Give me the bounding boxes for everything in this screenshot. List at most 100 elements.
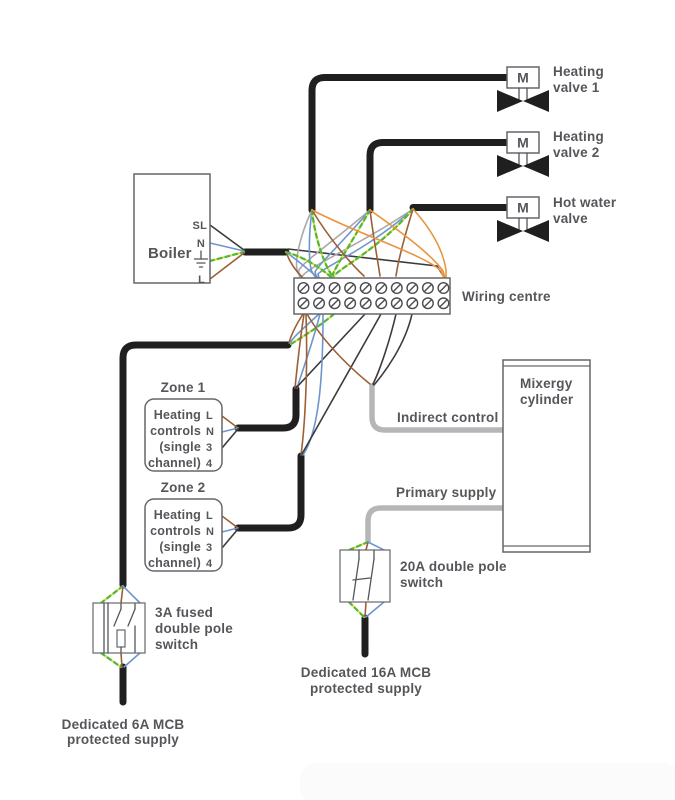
cable-zone1 (234, 385, 300, 432)
mixergy-cylinder: Mixergy cylinder (502, 359, 591, 553)
switch-fans (99, 540, 385, 669)
wire-earth-1-green (310, 208, 335, 280)
hw-valve-label-line1: Hot water (553, 195, 617, 210)
mains-cables (119, 74, 511, 706)
screw-terminal-slot (346, 299, 355, 308)
wire-z1-n (221, 427, 239, 433)
wire-down-brown-ind (306, 313, 371, 385)
footer-band (300, 763, 675, 800)
wiring-centre-label: Wiring centre (462, 289, 551, 304)
cable-valve1 (308, 74, 511, 214)
boiler-terminal-sl: SL (193, 220, 208, 232)
valve-2: M Heating valve 2 (497, 129, 604, 177)
valve2-label-line1: Heating (553, 129, 604, 144)
screw-terminal-slot (439, 299, 448, 308)
zone2-box (144, 498, 223, 572)
zone1-title: Zone 1 (161, 380, 206, 395)
wire-20a-top-brown (365, 541, 369, 551)
wire-boiler-earth-green (208, 250, 246, 263)
wire-down-blue-left (289, 313, 320, 344)
cable-indirect-control (369, 383, 505, 433)
wire-20a-bot-brown (364, 601, 367, 618)
hw-valve-body-icon (497, 220, 549, 242)
wire-down-brown-z2 (300, 313, 308, 456)
screw-terminal-slot (346, 283, 355, 293)
valve-1: M Heating valve 1 (497, 64, 604, 112)
hot-water-valve: M Hot water valve (497, 195, 617, 242)
zone-tails (221, 415, 239, 549)
zone1-body-line2: controls (150, 424, 201, 438)
wire-20a-bot-blue (365, 601, 385, 618)
boiler-terminal-n: N (197, 238, 205, 250)
wire-z2-n (221, 527, 239, 533)
wire-z2-3 (221, 528, 239, 549)
wires-below-strip (288, 312, 413, 456)
zone2-body-line2: controls (150, 524, 201, 538)
hw-valve-motor-label: M (517, 200, 529, 216)
screw-terminal-slot (361, 299, 370, 308)
wire-down-black-ind2 (373, 313, 413, 386)
switch-20a-label-line1: 20A double pole (400, 559, 507, 574)
screw-terminal-slot (392, 299, 401, 308)
cable-primary-supply (365, 505, 505, 544)
zone2-terminal-l: L (206, 510, 213, 522)
valve2-body-icon (497, 155, 549, 177)
screw-terminal-slot (408, 299, 417, 308)
wire-down-black-ind1 (372, 313, 397, 385)
primary-supply-label: Primary supply (396, 485, 497, 500)
wiring-centre: Wiring centre (293, 277, 551, 315)
valve1-motor-box (506, 66, 540, 89)
zone2-title: Zone 2 (161, 480, 206, 495)
screw-terminal-slot (330, 283, 339, 293)
wire-brown-2 (369, 209, 381, 277)
zone1-terminal-4: 4 (206, 458, 213, 470)
valve1-label-line1: Heating (553, 64, 604, 79)
wire-3a-top-earth-green (99, 584, 125, 605)
zone1-body-line1: Heating (154, 408, 201, 422)
wire-brown-3 (395, 208, 414, 277)
wire-down-blue-z1 (296, 313, 321, 389)
screw-terminal-slot (423, 299, 432, 308)
wire-brown-1 (311, 209, 365, 277)
screw-terminal-slot (330, 299, 339, 308)
wire-down-brown-left (288, 313, 304, 344)
screw-terminal-slot (392, 283, 401, 293)
switch-20a-symbol (352, 549, 375, 601)
wire-blue-2 (314, 209, 371, 279)
wire-boiler-l (209, 252, 245, 280)
wire-earth-3-green (333, 207, 415, 277)
fused-switch-symbol (103, 602, 136, 654)
wire-boiler-n (209, 242, 245, 252)
wire-20a-bot-earth-green (347, 600, 366, 619)
wire-orange-1 (311, 209, 445, 279)
screw-terminal-slot (408, 283, 417, 293)
wire-20a-top-blue (367, 541, 385, 551)
screw-terminal-slot (299, 283, 308, 293)
zone-1: Zone 1 Heating controls (single channel)… (144, 380, 223, 472)
wire-boiler-earth-right-green (284, 250, 333, 279)
wire-3a-top-brown (120, 585, 124, 604)
valve1-motor-label: M (517, 70, 529, 86)
wire-z1-l (221, 415, 239, 429)
earth-symbol (193, 250, 209, 268)
screw-terminal-slot (299, 299, 308, 308)
switch-20a: 20A double pole switch (339, 549, 507, 603)
wire-z1-3 (221, 428, 239, 449)
fused-switch-3a: 3A fused double pole switch (92, 602, 233, 654)
cable-valve2 (366, 139, 511, 214)
zone2-terminal-3: 3 (206, 542, 212, 554)
wire-down-black-z2 (301, 313, 382, 455)
valve2-label-line2: valve 2 (553, 145, 599, 160)
cable-zone2 (234, 452, 305, 532)
cable-left-main (119, 341, 292, 589)
wiring-centre-terminals (297, 282, 450, 310)
screw-terminal-slot (377, 283, 386, 293)
supply-6a-line2: protected supply (67, 732, 179, 747)
zone2-terminal-4: 4 (206, 558, 213, 570)
wire-orange-2 (369, 209, 446, 279)
cylinder-label-line1: Mixergy (520, 376, 573, 391)
boiler-box (133, 173, 211, 284)
boiler-label: Boiler (148, 245, 192, 262)
